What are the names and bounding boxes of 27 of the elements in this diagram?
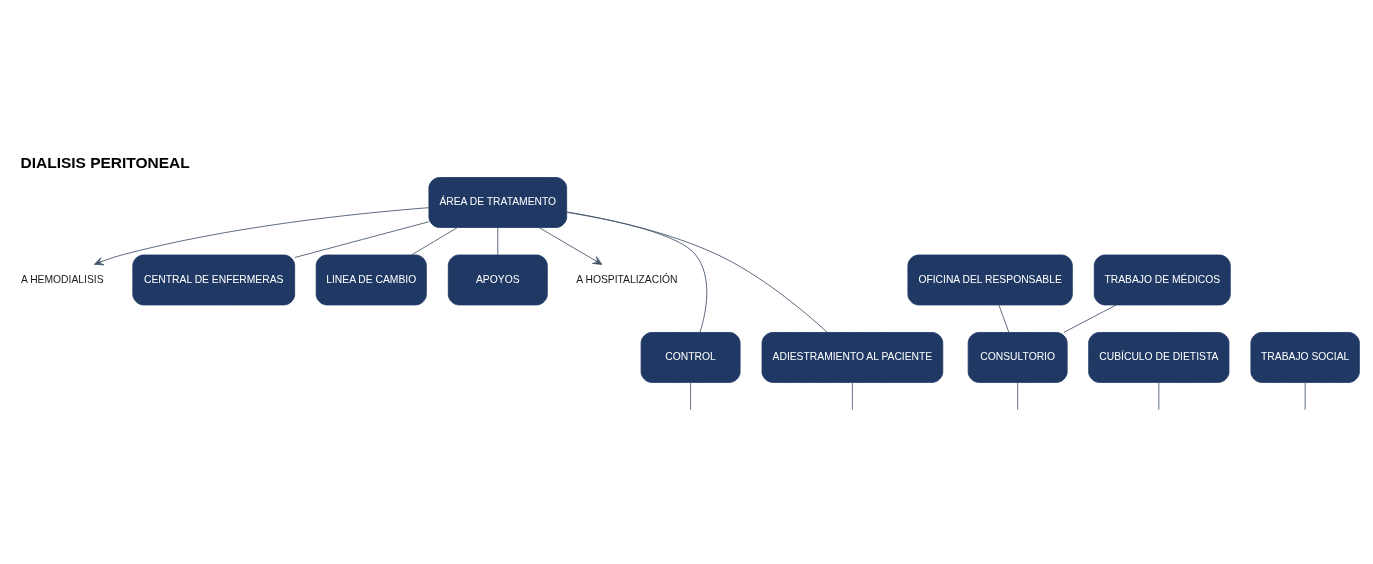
connector	[1304, 382, 1306, 411]
connector	[1063, 304, 1117, 333]
connector	[411, 227, 458, 256]
node-box: OFICINA DEL RESPONSABLE	[907, 254, 1073, 306]
connector	[566, 211, 828, 333]
node-box: TRABAJO DE MÉDICOS	[1093, 254, 1231, 306]
node-box: LINEA DE CAMBIO	[315, 254, 427, 306]
diagram-title: DIALISIS PERITONEAL	[20, 154, 190, 172]
node-box: CONTROL	[640, 332, 741, 383]
connector	[497, 227, 499, 256]
node-box: ADIESTRAMIENTO AL PACIENTE	[761, 332, 944, 383]
connector	[851, 382, 853, 411]
node-text: A HOSPITALIZACIÓN	[576, 273, 678, 285]
connector	[998, 304, 1010, 333]
connector	[690, 382, 691, 411]
connector	[1158, 382, 1160, 411]
connector	[294, 221, 430, 258]
node-box: CUBÍCULO DE DIETISTA	[1088, 332, 1230, 383]
node-box: TRABAJO SOCIAL	[1250, 332, 1360, 383]
node-box: CENTRAL DE ENFERMERAS	[132, 254, 296, 306]
arrow	[94, 207, 430, 266]
node-text: A HEMODIALISIS	[21, 273, 104, 285]
arrow	[538, 227, 603, 265]
node-box: CONSULTORIO	[967, 332, 1068, 383]
node-box: APOYOS	[447, 254, 548, 306]
node-box: ÁREA DE TRATAMENTO	[428, 177, 568, 228]
connector	[1017, 382, 1019, 411]
